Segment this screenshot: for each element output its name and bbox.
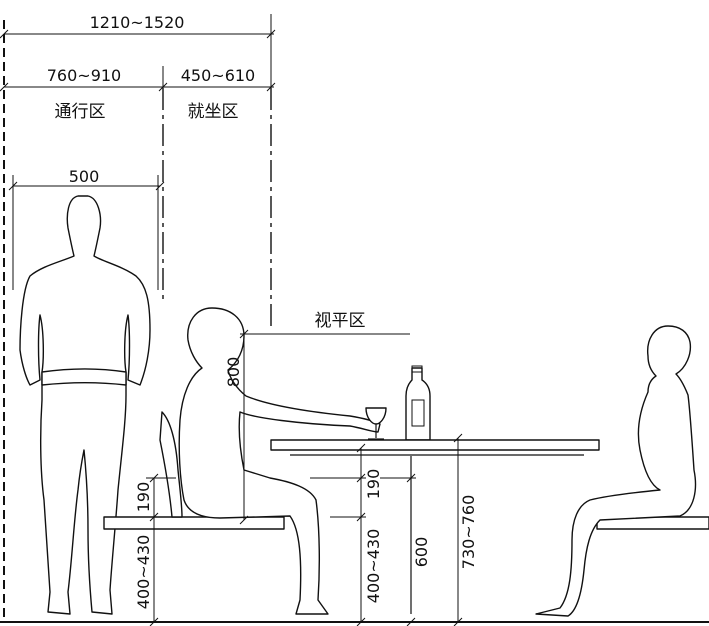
dim-seat-height-label: 400~430 [134, 535, 153, 609]
dim-body-width-label: 500 [69, 167, 100, 186]
wine-glass [365, 407, 387, 440]
standing-person-figure [19, 195, 151, 615]
dim-body-width: 500 [8, 167, 165, 290]
dim-left-column: 190 400~430 [134, 473, 176, 626]
dim-table-height: 730~760 [453, 433, 478, 626]
dim-seating-width-label: 450~610 [181, 66, 255, 85]
zone-label-circulation: 通行区 [55, 102, 106, 122]
bottle [405, 365, 431, 441]
dim-knee-height-label: 600 [412, 537, 431, 568]
dim-circulation-width-label: 760~910 [47, 66, 121, 85]
dim-seat-cushion-label: 190 [134, 482, 153, 513]
sight-zone-marker: 视平区 [240, 311, 410, 335]
dim-eye-height: 800 [224, 329, 249, 525]
dim-knee-height: 600 [380, 473, 431, 626]
dim-seat-height-right-label: 400~430 [364, 529, 383, 603]
dim-middle-column: 190 400~430 [310, 443, 383, 626]
left-chair [103, 411, 285, 530]
seated-person-left-figure [178, 307, 381, 615]
zone-label-sight: 视平区 [315, 311, 366, 331]
dim-zone-widths: 760~910 450~610 [0, 66, 276, 92]
dim-total-width-label: 1210~1520 [90, 13, 185, 32]
seated-person-right-figure [535, 325, 697, 617]
zone-label-seating: 就坐区 [188, 102, 239, 122]
dim-total-width: 1210~1520 [0, 13, 276, 39]
dim-table-height-label: 730~760 [459, 495, 478, 569]
dim-eye-height-label: 800 [224, 357, 243, 388]
dim-thigh-clearance-label: 190 [364, 469, 383, 500]
dining-table [270, 439, 600, 614]
